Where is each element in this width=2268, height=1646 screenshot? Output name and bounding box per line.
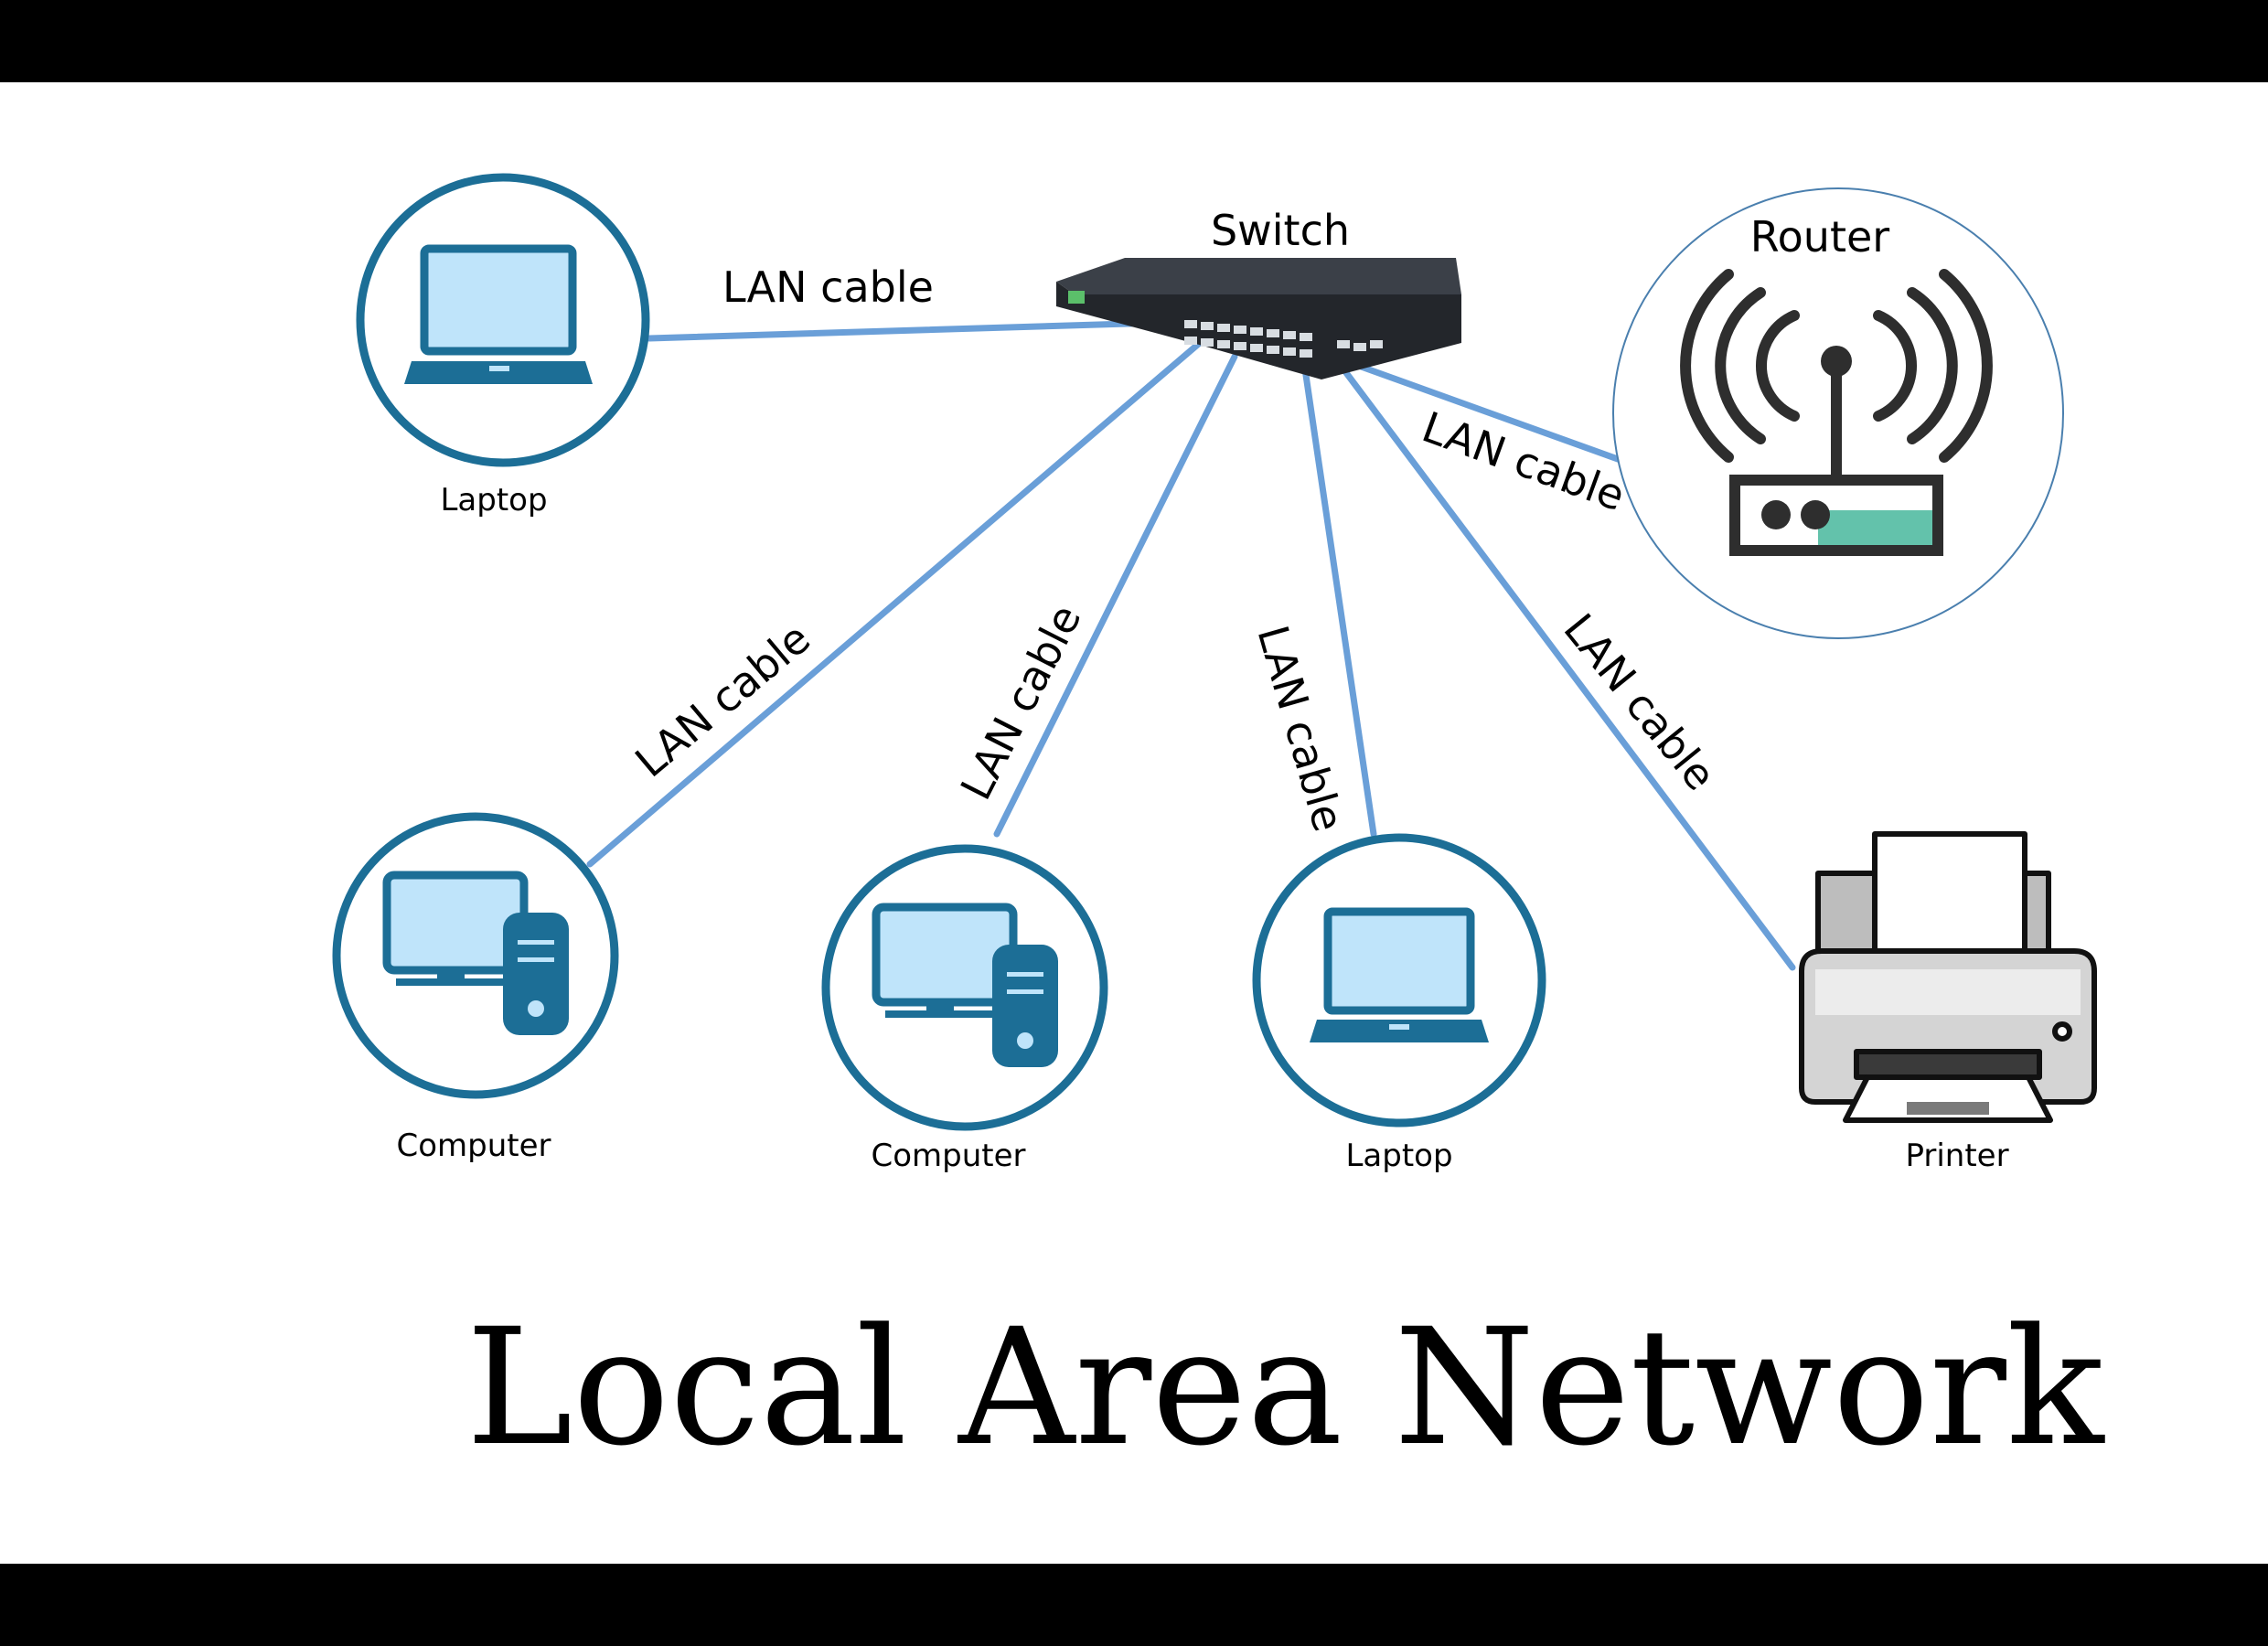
laptop-bottom-label: Laptop — [1345, 1138, 1452, 1174]
laptop-top-icon — [404, 244, 593, 384]
printer-label: Printer — [1905, 1138, 2008, 1174]
router-accent-strip — [1818, 510, 1935, 547]
cable-computer-left — [586, 333, 1211, 868]
laptop-top-label: Laptop — [440, 482, 547, 518]
printer-node — [1799, 831, 2097, 1123]
computer-left-icon — [382, 871, 569, 1035]
page-title: Local Area Network — [465, 1294, 2104, 1481]
computer-left-label: Computer — [396, 1128, 551, 1164]
computer-left-node — [332, 812, 619, 1099]
cable-laptop-bottom — [1300, 353, 1377, 838]
router-node — [1612, 187, 2064, 639]
bottom-frame-bar — [0, 1564, 2268, 1646]
computer-mid-label: Computer — [871, 1138, 1025, 1174]
router-icon — [1680, 269, 1993, 486]
top-frame-bar — [0, 0, 2268, 82]
printer-icon — [1799, 831, 2097, 1123]
laptop-bottom-icon — [1310, 907, 1489, 1042]
router-body — [1729, 475, 1943, 556]
cable-printer — [1327, 348, 1796, 971]
switch-ports — [1184, 320, 1383, 358]
laptop-top-node — [356, 173, 650, 467]
cable-computer-mid — [993, 353, 1238, 838]
computer-mid-icon — [872, 903, 1058, 1067]
switch-power-led — [1068, 291, 1085, 304]
cable-label-laptop-top: LAN cable — [722, 262, 934, 312]
switch-device — [1056, 258, 1461, 379]
computer-mid-node — [821, 844, 1108, 1131]
cable-laptop-top — [646, 318, 1193, 342]
router-label: Router — [1750, 212, 1890, 262]
switch-label: Switch — [1211, 206, 1350, 255]
laptop-bottom-node — [1252, 833, 1546, 1128]
